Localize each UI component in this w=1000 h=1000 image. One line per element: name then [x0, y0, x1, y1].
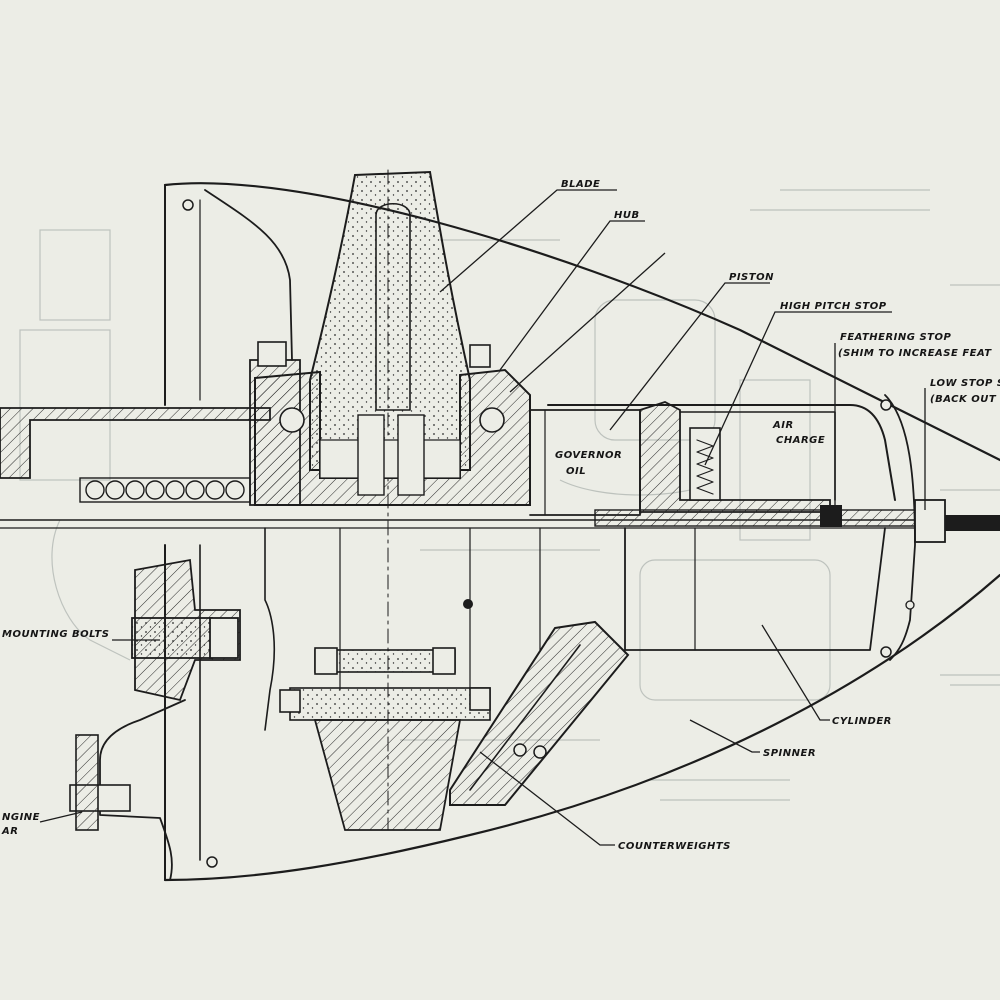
spinner-bulkhead-upper	[204, 189, 293, 361]
thrust-bearing-balls	[79, 477, 251, 503]
hub-bearing-right	[479, 407, 505, 433]
feathering-shim-block	[820, 505, 842, 527]
propeller-assembly-drawing	[0, 169, 1000, 882]
mounting-bolt-nut	[209, 617, 239, 659]
hub-inner-cavity	[319, 439, 461, 479]
governor-oil-chamber	[529, 409, 641, 516]
lower-collar-nut-right	[469, 687, 491, 711]
cylinder-lower	[624, 527, 886, 651]
callout-labels: BLADE HUB PISTON HIGH PITCH STOP FEATHER…	[1, 179, 1000, 852]
label-piston: PISTON	[729, 272, 774, 283]
counterweight-pin-b	[533, 745, 547, 759]
hub-nut-left	[257, 341, 287, 367]
label-engine: NGINE	[2, 812, 40, 823]
spinner-screw-bottom-left	[206, 856, 218, 868]
label-feathering-stop-note: (SHIM TO INCREASE FEAT	[838, 348, 992, 359]
leader-piston	[609, 282, 770, 431]
label-engine-gear: AR	[1, 826, 18, 837]
cylinder-drain-plug	[463, 599, 473, 609]
cylinder-upper	[547, 404, 896, 501]
leader-hub	[499, 220, 645, 371]
leader-spinner	[689, 719, 760, 753]
label-hub: HUB	[614, 210, 640, 221]
label-governor: GOVERNOR	[555, 450, 622, 461]
leader-hub-2	[509, 252, 666, 393]
label-charge: CHARGE	[776, 435, 825, 446]
label-mounting-bolts: MOUNTING BOLTS	[2, 629, 109, 640]
leader-blade	[439, 189, 617, 293]
leader-lines	[39, 189, 926, 846]
label-blade: BLADE	[561, 179, 600, 190]
lower-collar	[289, 687, 491, 721]
piston	[639, 401, 831, 513]
label-oil: OIL	[566, 466, 586, 477]
spinner-screw-front-bottom	[880, 646, 892, 658]
hub-nut-right	[469, 344, 491, 368]
counterweight-face	[469, 644, 581, 791]
label-high-pitch-stop: HIGH PITCH STOP	[780, 301, 887, 312]
spinner-screw-top-left	[182, 199, 194, 211]
blade-root-right	[397, 414, 425, 496]
low-stop-nut	[914, 499, 946, 543]
label-low-stop: LOW STOP S	[930, 378, 1000, 389]
label-cylinder: CYLINDER	[832, 716, 892, 727]
label-low-stop-note: (BACK OUT	[930, 394, 997, 405]
lower-blade-root	[313, 719, 462, 831]
spinner-screw-front-top	[880, 399, 892, 411]
label-air: AIR	[772, 420, 794, 431]
label-counterweights: COUNTERWEIGHTS	[618, 841, 731, 852]
high-pitch-stop-spring	[696, 439, 714, 495]
engine-gear-block	[75, 734, 99, 831]
leader-engine	[39, 811, 83, 823]
spinner-screw-bracket	[905, 600, 915, 610]
lower-hub-nut-left	[314, 647, 338, 675]
front-bracket	[884, 394, 916, 661]
lower-hub-nut-right	[432, 647, 456, 675]
spinner-outline	[163, 182, 1000, 882]
counterweight-arm	[449, 620, 630, 806]
leader-cylinder	[761, 624, 830, 721]
blade-shank	[309, 170, 471, 471]
leader-high-pitch-stop	[704, 311, 892, 466]
blade-root-left	[357, 414, 385, 496]
hub-body	[254, 368, 531, 506]
label-feathering-stop: FEATHERING STOP	[840, 332, 951, 343]
label-spinner: SPINNER	[763, 748, 816, 759]
counterweight-pin-a	[513, 743, 527, 757]
stop-rod	[594, 509, 931, 527]
crankshaft-flange	[0, 407, 271, 479]
leader-counterweights	[479, 751, 615, 846]
shaft-end-stud	[945, 515, 1000, 531]
blade-bore	[375, 202, 411, 411]
left-lower-web	[264, 527, 276, 731]
lower-collar-nut-left	[279, 689, 301, 713]
hub-bearing-left	[279, 407, 305, 433]
